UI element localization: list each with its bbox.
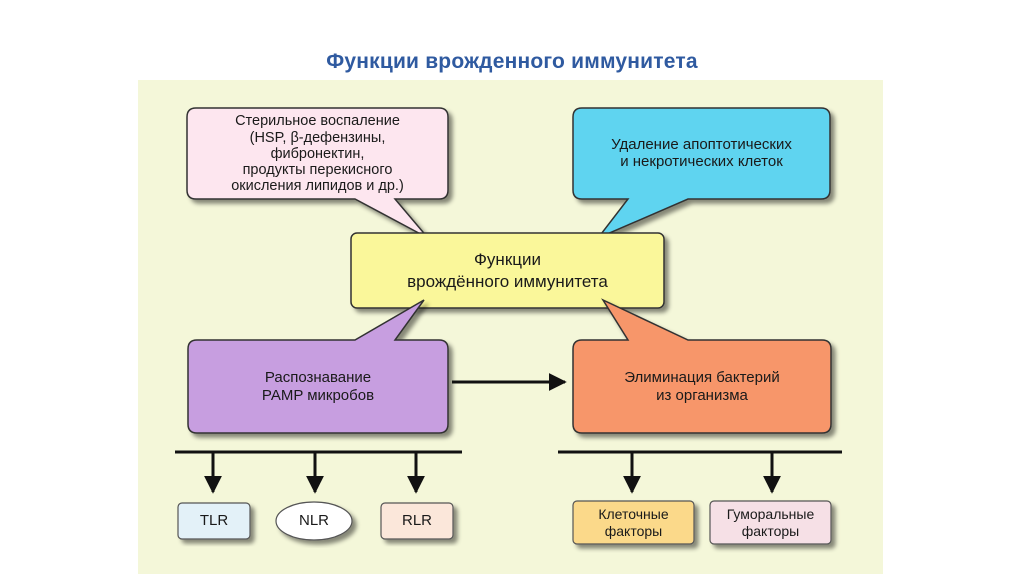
bacteria-elimination-text: Элиминация бактерий из организма	[573, 340, 831, 433]
cellular-line-1: Клеточные	[598, 506, 669, 523]
pamp-recognition-bubble	[187, 299, 449, 434]
sterile-inflammation-bubble	[186, 107, 449, 239]
center-line-2: врождённого иммунитета	[407, 271, 608, 291]
humoral-factors-box	[709, 500, 832, 545]
slide-title: Функции врожденного иммунитета	[326, 50, 698, 73]
humoral-line-2: факторы	[741, 522, 800, 539]
cellular-factors-box	[572, 500, 695, 545]
elimination-line-1: Элиминация бактерий	[624, 368, 780, 386]
humoral-line-1: Гуморальные	[726, 506, 815, 523]
pamp-recognition-text: Распознавание PAMP микробов	[188, 340, 448, 433]
tlr-label: TLR	[199, 511, 229, 529]
apoptotic-line-2: и некротических клеток	[620, 153, 783, 170]
apoptotic-line-1: Удаление апоптотических	[611, 136, 792, 154]
nlr-label: NLR	[298, 511, 329, 529]
sterile-line-1: Стерильное воспаление	[235, 113, 400, 130]
nlr-ellipse	[275, 501, 353, 541]
cellular-line-2: факторы	[604, 522, 663, 539]
sterile-line-5: окисления липидов и др.)	[231, 178, 404, 195]
center-line-1: Функции	[474, 250, 541, 270]
sterile-line-2: (HSP, β-дефензины,	[249, 129, 386, 146]
apoptotic-removal-text: Удаление апоптотических и некротических …	[573, 110, 830, 198]
recognition-line-2: PAMP микробов	[261, 386, 375, 404]
rlr-box	[380, 502, 454, 540]
elimination-line-2: из организма	[656, 386, 748, 404]
rlr-label: RLR	[401, 511, 432, 529]
sterile-line-4: продукты перекисного	[242, 162, 393, 179]
sterile-line-3: фибронектин,	[270, 145, 365, 162]
center-functions-text: Функции врождённого иммунитета	[351, 233, 664, 308]
recognition-line-1: Распознавание	[264, 368, 372, 386]
sterile-inflammation-text: Стерильное воспаление (HSP, β-дефензины,…	[187, 110, 448, 198]
bacteria-elimination-bubble	[572, 298, 832, 434]
apoptotic-removal-bubble	[572, 107, 831, 240]
humoral-factors-text: Гуморальные факторы	[710, 501, 831, 544]
cellular-factors-text: Клеточные факторы	[573, 501, 694, 544]
tlr-box	[177, 502, 251, 540]
center-functions-box	[350, 232, 665, 309]
